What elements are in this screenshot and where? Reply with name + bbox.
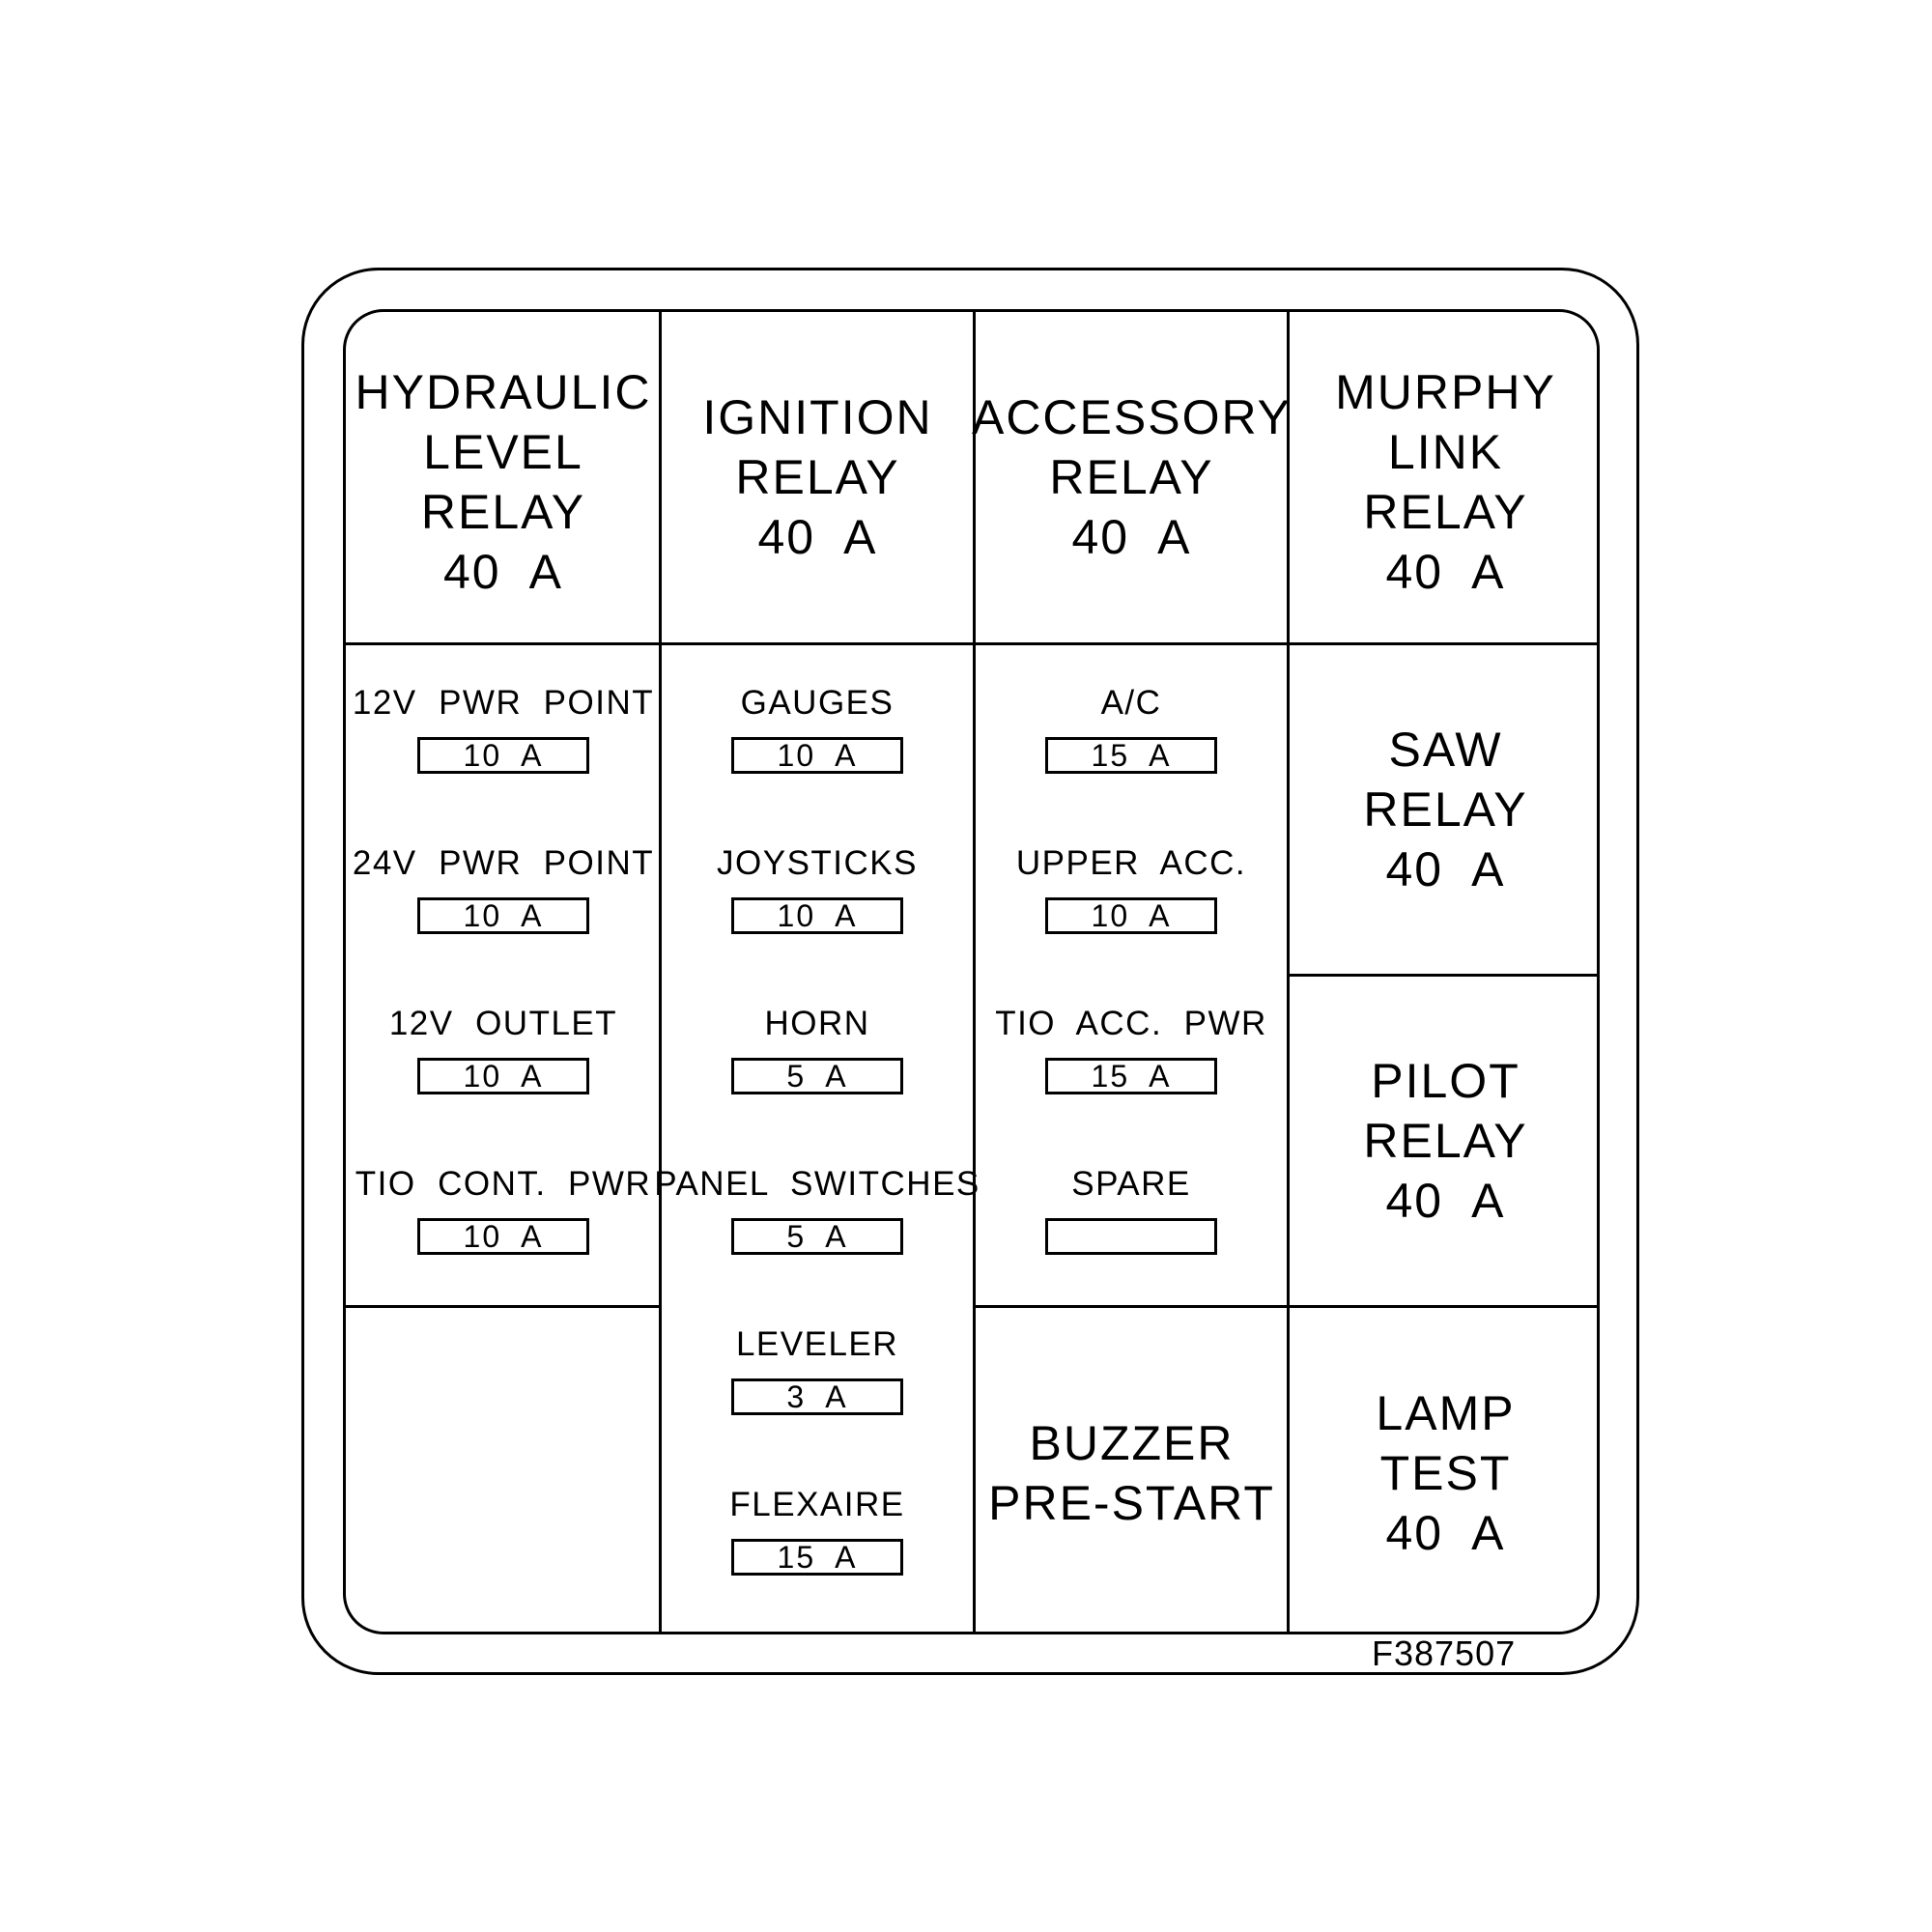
fuse-slot: 5 A (731, 1218, 903, 1255)
accessory-relay: ACCESSORY RELAY 40 A (971, 312, 1293, 642)
relay-line: RELAY (735, 450, 900, 504)
fuse-tio-acc-pwr: TIO ACC. PWR 15 A (977, 1005, 1286, 1094)
hydraulic-level-relay: HYDRAULIC LEVEL RELAY 40 A (346, 312, 661, 642)
fuse-slot: 10 A (417, 1058, 589, 1094)
relay-line: ACCESSORY (971, 390, 1293, 444)
fuse-upper-acc: UPPER ACC. 10 A (977, 844, 1286, 934)
divider-h-top (346, 642, 1597, 645)
divider-h-col4-b (1288, 1305, 1597, 1308)
fuse-label: 12V OUTLET (388, 1005, 618, 1042)
relay-line: BUZZER (1029, 1415, 1235, 1470)
relay-rating: 40 A (1385, 842, 1506, 896)
fuse-spare: SPARE (977, 1165, 1286, 1255)
relay-line: RELAY (420, 485, 586, 539)
fuse-flexaire: FLEXAIRE 15 A (663, 1486, 972, 1576)
relay-rating: 40 A (757, 510, 878, 564)
fuse-label: PANEL SWITCHES (654, 1165, 980, 1203)
relay-rating: 40 A (1385, 1174, 1506, 1228)
relay-line: HYDRAULIC (355, 365, 652, 419)
fuse-panel-switches: PANEL SWITCHES 5 A (654, 1165, 979, 1255)
divider-h-col1 (346, 1305, 661, 1308)
fuse-ac: A/C 15 A (977, 684, 1286, 774)
fuse-joysticks: JOYSTICKS 10 A (663, 844, 972, 934)
divider-v2 (973, 312, 976, 1632)
fuse-label: JOYSTICKS (717, 844, 918, 882)
fuse-label: HORN (764, 1005, 870, 1042)
divider-h-col3 (974, 1305, 1289, 1308)
fuse-slot: 10 A (731, 737, 903, 774)
fuse-24v-pwr-point: 24V PWR POINT 10 A (349, 844, 658, 934)
relay-line: PILOT (1371, 1054, 1520, 1108)
fuse-slot: 10 A (1045, 897, 1217, 934)
fuse-slot (1045, 1218, 1217, 1255)
relay-line: LAMP (1376, 1385, 1516, 1440)
fuse-tio-cont-pwr: TIO CONT. PWR 10 A (349, 1165, 658, 1255)
relay-rating: 40 A (1385, 545, 1506, 599)
fuse-label: 24V PWR POINT (352, 844, 655, 882)
decal-outer-border (301, 268, 1639, 1675)
buzzer-pre-start: BUZZER PRE-START (975, 1308, 1289, 1632)
fuse-12v-outlet: 12V OUTLET 10 A (349, 1005, 658, 1094)
relay-line: MURPHY (1335, 365, 1556, 419)
fuse-slot: 5 A (731, 1058, 903, 1094)
fuse-12v-pwr-point: 12V PWR POINT 10 A (349, 684, 658, 774)
relay-line: LINK (1387, 425, 1504, 479)
fuse-panel: HYDRAULIC LEVEL RELAY 40 A IGNITION RELA… (343, 309, 1600, 1634)
ignition-relay: IGNITION RELAY 40 A (661, 312, 975, 642)
relay-rating: 40 A (1071, 510, 1192, 564)
fuse-slot: 10 A (417, 737, 589, 774)
fuse-label: UPPER ACC. (1015, 844, 1247, 882)
fuse-gauges: GAUGES 10 A (663, 684, 972, 774)
relay-line: RELAY (1363, 485, 1528, 539)
saw-relay: SAW RELAY 40 A (1289, 645, 1597, 974)
divider-v1 (659, 312, 662, 1632)
fuse-label: FLEXAIRE (729, 1486, 905, 1523)
relay-line: LEVEL (423, 425, 583, 479)
fuse-slot: 15 A (1045, 737, 1217, 774)
fuse-slot: 10 A (731, 897, 903, 934)
lamp-test: LAMP TEST 40 A (1289, 1308, 1597, 1632)
fuse-slot: 15 A (1045, 1058, 1217, 1094)
fuse-label: TIO CONT. PWR (355, 1165, 652, 1203)
relay-line: IGNITION (702, 390, 933, 444)
part-number: F387507 (1372, 1634, 1517, 1673)
fuse-horn: HORN 5 A (663, 1005, 972, 1094)
fuse-slot: 10 A (417, 897, 589, 934)
fuse-label: TIO ACC. PWR (995, 1005, 1267, 1042)
fuse-label: 12V PWR POINT (352, 684, 655, 722)
murphy-link-relay: MURPHY LINK RELAY 40 A (1289, 312, 1597, 642)
fuse-label: GAUGES (740, 684, 895, 722)
fuse-label: A/C (1100, 684, 1162, 722)
fuse-slot: 3 A (731, 1378, 903, 1415)
fuse-label: LEVELER (735, 1325, 899, 1363)
relay-line: PRE-START (988, 1475, 1275, 1530)
relay-line: TEST (1379, 1445, 1512, 1500)
fuse-slot: 10 A (417, 1218, 589, 1255)
divider-h-col4-a (1288, 974, 1597, 977)
relay-rating: 40 A (443, 545, 563, 599)
relay-line: RELAY (1363, 782, 1528, 837)
relay-line: RELAY (1363, 1114, 1528, 1168)
relay-line: SAW (1388, 723, 1503, 777)
fuse-leveler: LEVELER 3 A (663, 1325, 972, 1415)
pilot-relay: PILOT RELAY 40 A (1289, 977, 1597, 1305)
relay-rating: 40 A (1385, 1505, 1506, 1560)
relay-line: RELAY (1049, 450, 1214, 504)
fuse-slot: 15 A (731, 1539, 903, 1576)
divider-v3 (1287, 312, 1290, 1632)
fuse-label: SPARE (1071, 1165, 1191, 1203)
